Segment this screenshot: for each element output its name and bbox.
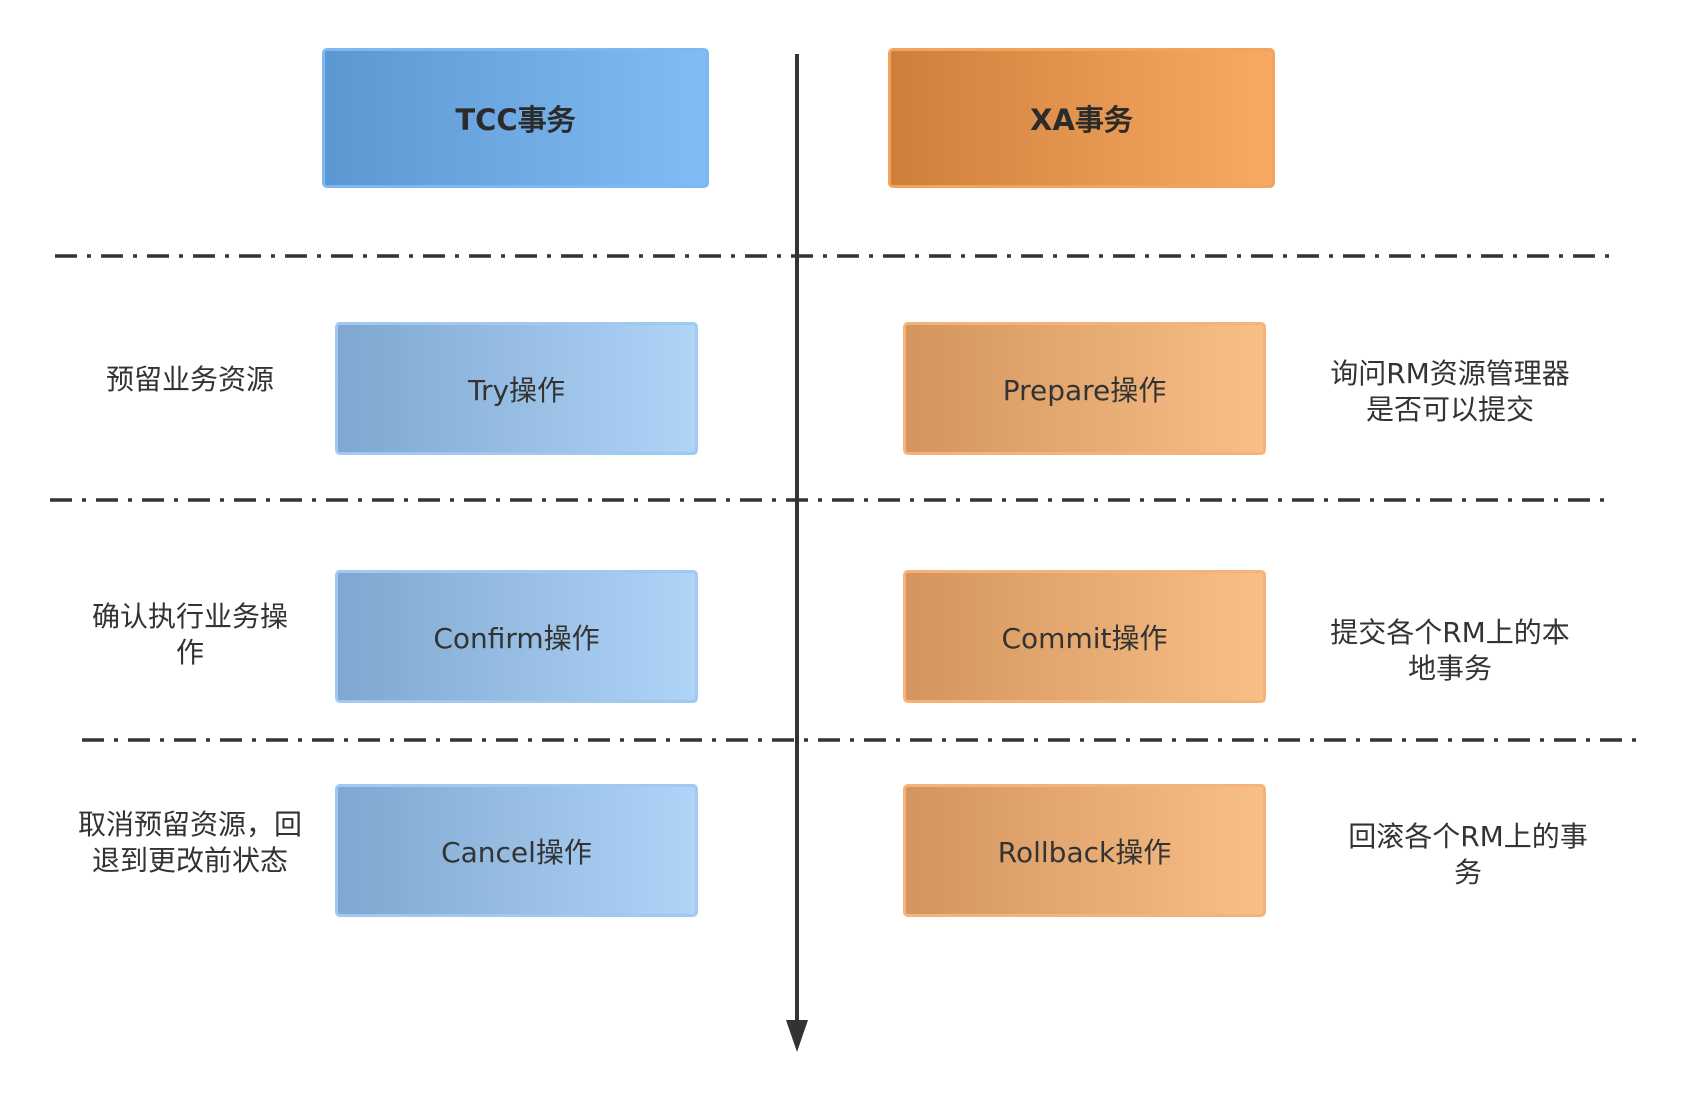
row-separators <box>50 254 1645 742</box>
xa-prepare-label: Prepare操作 <box>1002 373 1167 407</box>
tcc-header-label: TCC事务 <box>455 103 576 137</box>
xa-commit-label: Commit操作 <box>1001 621 1168 655</box>
timeline-arrowhead <box>786 1020 808 1052</box>
tcc-confirm-box: Confirm操作 <box>335 570 698 703</box>
tcc-cancel-label: Cancel操作 <box>441 835 592 869</box>
tcc-confirm-label: Confirm操作 <box>433 621 600 655</box>
xa-rollback-box: Rollback操作 <box>903 784 1266 917</box>
tcc-cancel-note-text: 取消预留资源，回 退到更改前状态 <box>77 808 302 877</box>
xa-header-box: XA事务 <box>888 48 1275 188</box>
tcc-try-label: Try操作 <box>467 373 566 407</box>
xa-commit-note: 提交各个RM上的本 地事务 <box>1300 611 1600 691</box>
tcc-try-note-text: 预留业务资源 <box>105 363 274 396</box>
tcc-try-box: Try操作 <box>335 322 698 455</box>
tcc-cancel-box: Cancel操作 <box>335 784 698 917</box>
tcc-cancel-note: 取消预留资源，回 退到更改前状态 <box>60 803 320 883</box>
xa-prepare-note-text: 询问RM资源管理器 是否可以提交 <box>1330 357 1570 426</box>
xa-header-label: XA事务 <box>1030 103 1133 137</box>
xa-prepare-note: 询问RM资源管理器 是否可以提交 <box>1300 352 1600 432</box>
tcc-confirm-note: 确认执行业务操 作 <box>60 595 320 675</box>
tcc-header-box: TCC事务 <box>322 48 709 188</box>
tcc-confirm-note-text: 确认执行业务操 作 <box>91 600 288 669</box>
xa-rollback-note-text: 回滚各个RM上的事 务 <box>1348 820 1588 889</box>
xa-rollback-label: Rollback操作 <box>997 835 1172 869</box>
tcc-try-note: 预留业务资源 <box>60 355 320 405</box>
xa-rollback-note: 回滚各个RM上的事 务 <box>1318 815 1618 895</box>
xa-commit-note-text: 提交各个RM上的本 地事务 <box>1330 616 1570 685</box>
xa-prepare-box: Prepare操作 <box>903 322 1266 455</box>
xa-commit-box: Commit操作 <box>903 570 1266 703</box>
